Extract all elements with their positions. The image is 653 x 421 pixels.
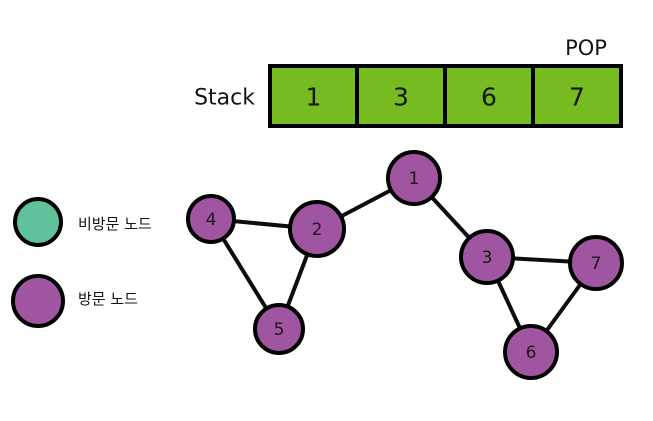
stack-cell-value-0: 1	[306, 83, 322, 112]
node-label-6: 6	[526, 343, 537, 363]
node-label-7: 7	[591, 254, 602, 274]
node-circle-6	[503, 324, 559, 380]
node-circle-7	[568, 235, 624, 291]
stack-cell-value-1: 3	[393, 83, 409, 112]
stack-cell-value-2: 6	[481, 83, 497, 112]
stack-cell-3[interactable]: 7	[531, 64, 623, 128]
pop-label: POP	[565, 36, 607, 60]
node-label-4: 4	[206, 210, 217, 230]
graph-node-2[interactable]: 2	[288, 200, 346, 258]
legend-item-0: 비방문 노드	[13, 197, 152, 247]
graph-node-4[interactable]: 4	[186, 194, 236, 244]
graph-node-1[interactable]: 1	[386, 150, 442, 206]
stack-title-label: Stack	[194, 86, 255, 111]
node-circle-1	[386, 150, 442, 206]
stack-cell-box-1	[355, 64, 447, 128]
legend-label-1: 방문 노드	[78, 290, 138, 308]
graph-nodes: 1 2 3 4 5 6 7	[186, 150, 624, 380]
node-label-1: 1	[409, 169, 420, 189]
node-circle-2	[288, 200, 346, 258]
legend-label-0: 비방문 노드	[78, 215, 152, 233]
graph-node-6[interactable]: 6	[503, 324, 559, 380]
node-label-5: 5	[274, 320, 285, 340]
legend-swatch-1	[11, 274, 65, 328]
node-label-2: 2	[312, 220, 323, 240]
legend-item-1: 방문 노드	[11, 274, 138, 328]
legend-swatch-0	[13, 197, 63, 247]
node-circle-4	[186, 194, 236, 244]
stack-cell-1[interactable]: 3	[355, 64, 447, 128]
stack-cell-0[interactable]: 1	[268, 64, 359, 128]
stack-cell-2[interactable]: 6	[443, 64, 535, 128]
node-circle-5	[253, 303, 305, 355]
graph-node-3[interactable]: 3	[459, 229, 515, 285]
node-label-3: 3	[482, 248, 493, 268]
stack-cell-value-3: 7	[569, 83, 585, 112]
graph-node-5[interactable]: 5	[253, 303, 305, 355]
stack-cell-box-3	[531, 64, 623, 128]
graph-node-7[interactable]: 7	[568, 235, 624, 291]
node-circle-3	[459, 229, 515, 285]
stack-visual: Stack POP 1 3 6 7	[194, 36, 623, 128]
